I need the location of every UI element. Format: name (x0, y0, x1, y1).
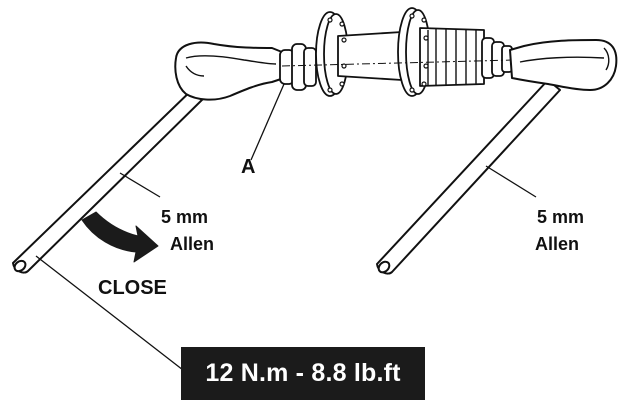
flange-spoke-holes (327, 13, 429, 93)
left-tool-size-label: 5 mm (161, 207, 208, 227)
right-key-tip (377, 260, 391, 274)
left-tool-type-label: Allen (170, 234, 214, 254)
leader-part-a (250, 83, 285, 161)
leader-lines (35, 83, 537, 371)
left-key-shaft (12, 83, 209, 274)
left-key-handle (174, 41, 285, 101)
part-a-label: A (241, 156, 255, 178)
left-key-handle-dimple (185, 65, 205, 77)
hub-assembly (279, 7, 515, 97)
right-tool-type-label: Allen (535, 234, 579, 254)
hub-axle-centreline (281, 59, 515, 67)
freehub-body (419, 27, 485, 87)
right-key-shaft (376, 79, 561, 275)
leader-torque (35, 255, 184, 371)
torque-spec-box (181, 347, 425, 400)
right-key-handle-dimple (603, 47, 610, 71)
close-direction-arrow (81, 211, 159, 263)
right-allen-key (376, 39, 618, 275)
torque-spec-text: 12 N.m - 8.8 lb.ft (205, 359, 401, 387)
hub-left-bearing (303, 47, 317, 87)
left-key-handle-seam (185, 55, 277, 65)
freehub-splines (427, 29, 477, 86)
close-direction-label: CLOSE (98, 277, 167, 299)
right-tool-size-label: 5 mm (537, 207, 584, 227)
right-key-handle-seam (519, 56, 605, 63)
left-key-tip (13, 259, 27, 273)
right-key-handle (509, 39, 618, 91)
hub-body (337, 31, 403, 81)
leader-right-key (485, 165, 537, 198)
left-allen-key (12, 41, 285, 274)
leader-left-key (119, 172, 161, 198)
